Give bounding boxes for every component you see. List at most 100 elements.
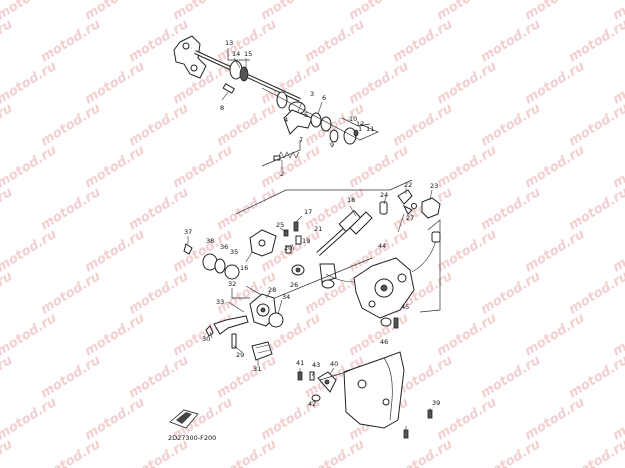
callout-28: 28: [268, 286, 276, 294]
watermark-text: motod.ru: [126, 185, 191, 234]
watermark-text: motod.ru: [566, 101, 625, 150]
callout-34: 34: [282, 293, 290, 301]
lower-left-assembly: [205, 293, 284, 361]
watermark-text: motod.ru: [0, 143, 59, 192]
watermark-text: motod.ru: [346, 59, 411, 108]
callout-18: 18: [347, 196, 355, 204]
watermark-text: motod.ru: [346, 311, 411, 360]
watermark-text: motod.ru: [302, 437, 367, 468]
callout-20: 20: [284, 244, 292, 252]
callout-26: 26: [290, 281, 298, 289]
watermark-text: motod.ru: [566, 185, 625, 234]
callout-39: 39: [432, 399, 440, 407]
watermark-text: motod.ru: [0, 311, 59, 360]
callout-24: 24: [380, 191, 388, 199]
watermark-text: motod.ru: [478, 185, 543, 234]
callout-23: 23: [430, 182, 438, 190]
watermark-text: motod.ru: [0, 185, 15, 234]
upper-shaft-assembly: [173, 35, 359, 161]
callout-9: 9: [330, 141, 334, 149]
lower-left-leaders: [209, 288, 283, 366]
callout-37: 37: [184, 228, 192, 236]
watermark-text: motod.ru: [434, 59, 499, 108]
callout-46: 46: [380, 338, 388, 346]
watermark-text: motod.ru: [214, 437, 279, 468]
front-arrow-logo: [169, 409, 199, 429]
callout-7: 7: [299, 136, 303, 144]
callout-30: 30: [202, 335, 210, 343]
watermark-text: motod.ru: [38, 269, 103, 318]
middle-assembly: [183, 189, 441, 329]
watermark-text: motod.ru: [434, 143, 499, 192]
watermark-text: motod.ru: [214, 353, 279, 402]
callout-4: 4: [284, 116, 288, 124]
watermark-text: motod.ru: [38, 353, 103, 402]
watermark-text: motod.ru: [478, 437, 543, 468]
callout-25: 25: [276, 221, 284, 229]
watermark-text: motod.ru: [126, 101, 191, 150]
watermark-text: motod.ru: [522, 59, 587, 108]
watermark-text: motod.ru: [566, 269, 625, 318]
callout-5: 5: [304, 111, 308, 119]
callout-17: 17: [304, 208, 312, 216]
watermark-text: motod.ru: [126, 353, 191, 402]
callout-36: 36: [220, 243, 228, 251]
callout-40: 40: [330, 360, 338, 368]
callout-1: 1: [358, 125, 362, 133]
watermark-text: motod.ru: [566, 17, 625, 66]
watermark-text: motod.ru: [478, 353, 543, 402]
callout-16: 16: [240, 264, 248, 272]
callout-41: 41: [296, 359, 304, 367]
callout-44: 44: [378, 242, 386, 250]
watermark-text: motod.ru: [566, 353, 625, 402]
callout-21: 21: [314, 225, 322, 233]
callout-27: 27: [406, 214, 414, 222]
callout-2: 2: [280, 170, 284, 178]
callout-35: 35: [230, 248, 238, 256]
watermark-text: motod.ru: [0, 17, 15, 66]
watermark-text: motod.ru: [0, 395, 59, 444]
callout-12: 12: [356, 120, 364, 128]
callout-33: 33: [216, 298, 224, 306]
diagram-code: 2D27300-F200: [168, 434, 216, 442]
upper-leaders: [221, 48, 379, 170]
callout-31: 31: [253, 365, 261, 373]
watermark-text: motod.ru: [478, 269, 543, 318]
watermark-text: motod.ru: [214, 17, 279, 66]
watermark-text: motod.ru: [126, 269, 191, 318]
watermark-text: motod.ru: [0, 101, 15, 150]
watermark-text: motod.ru: [610, 59, 625, 108]
callout-14: 14: [232, 50, 240, 58]
watermark-text: motod.ru: [390, 437, 455, 468]
callout-3: 3: [310, 90, 314, 98]
callout-22: 22: [404, 181, 412, 189]
callout-8: 8: [220, 104, 224, 112]
watermark-text: motod.ru: [82, 143, 147, 192]
watermark-text: motod.ru: [170, 143, 235, 192]
watermark-text: motod.ru: [434, 311, 499, 360]
watermark-text: motod.ru: [390, 17, 455, 66]
callout-45: 45: [401, 303, 409, 311]
watermark-text: motod.ru: [566, 437, 625, 468]
callout-10: 10: [349, 115, 357, 123]
watermark-text: motod.ru: [390, 101, 455, 150]
watermark-text: motod.ru: [302, 17, 367, 66]
watermark-text: motod.ru: [82, 395, 147, 444]
watermark-text: motod.ru: [346, 143, 411, 192]
callout-32: 32: [228, 280, 236, 288]
watermark-text: motod.ru: [610, 395, 625, 444]
watermark-text: motod.ru: [38, 437, 103, 468]
watermark-text: motod.ru: [82, 59, 147, 108]
callout-29: 29: [236, 351, 244, 359]
callout-6: 6: [322, 94, 326, 102]
watermark-text: motod.ru: [522, 311, 587, 360]
callout-43: 43: [312, 361, 320, 369]
watermark-text: motod.ru: [522, 227, 587, 276]
watermark-text: motod.ru: [82, 311, 147, 360]
watermark-text: motod.ru: [434, 227, 499, 276]
watermark-text: motod.ru: [82, 227, 147, 276]
watermark-text: motod.ru: [38, 17, 103, 66]
watermark-text: motod.ru: [478, 17, 543, 66]
